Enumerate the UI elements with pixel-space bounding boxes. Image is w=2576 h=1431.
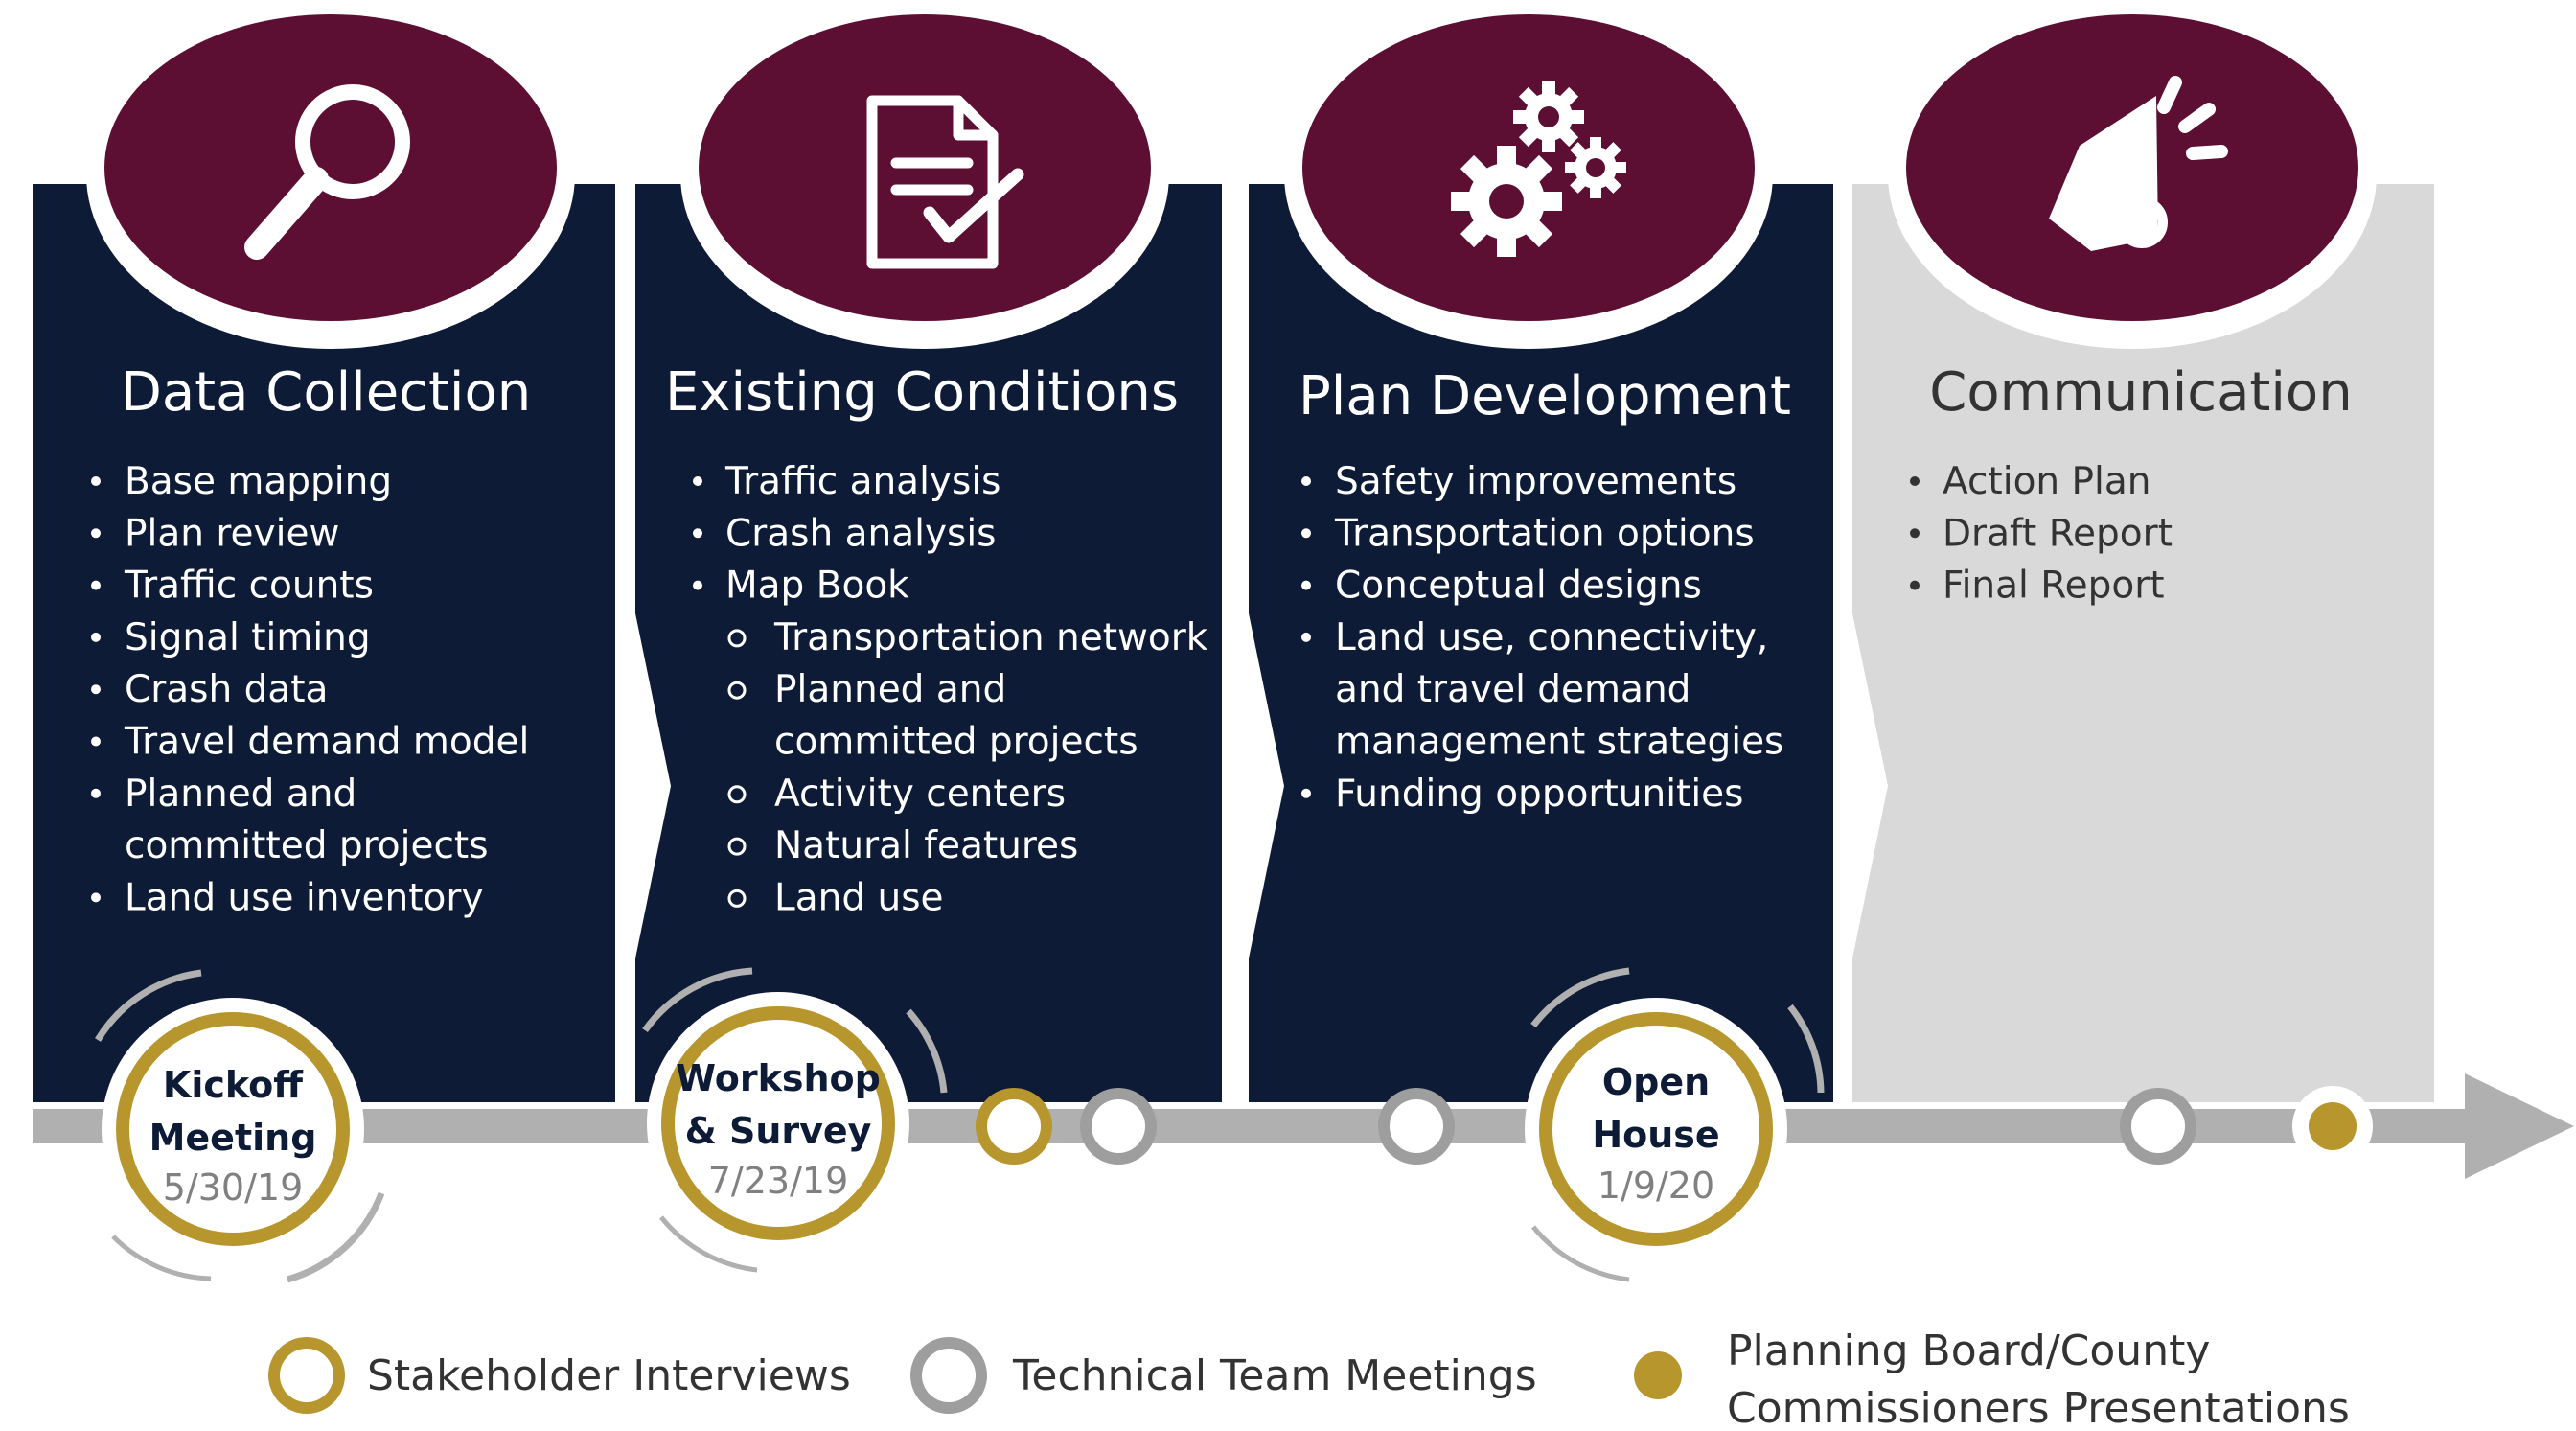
board-presentation-marker — [2292, 1086, 2373, 1166]
bullet-marker — [1301, 632, 1311, 642]
bullet-item: Signal timing — [125, 616, 371, 659]
bullet-marker — [1301, 580, 1311, 590]
bullet-marker — [91, 788, 101, 798]
bullet-item: Final Report — [1943, 565, 2165, 608]
milestone-name-line1: Kickoff — [163, 1064, 304, 1106]
bullet-item: Land use, connectivity, — [1335, 616, 1768, 659]
bullet-marker — [1910, 476, 1920, 486]
legend-gray-ring-icon — [910, 1337, 987, 1414]
bullet-marker — [91, 684, 101, 695]
technical-team-meeting-marker — [1378, 1088, 1455, 1165]
bullet-marker — [1910, 580, 1920, 590]
phase-title-data-collection: Data Collection — [121, 361, 532, 424]
bullet-marker — [1910, 528, 1920, 539]
legend: Stakeholder Interviews Technical Team Me… — [268, 1327, 2350, 1431]
bullet-item: Action Plan — [1943, 460, 2151, 503]
bullet-item: Map Book — [725, 565, 909, 608]
sub-bullet-marker — [727, 889, 747, 908]
bullet-marker — [91, 476, 101, 486]
milestone-badge-open-house: Open House 1/9/20 — [1525, 967, 1825, 1282]
bullet-item: Safety improvements — [1335, 460, 1736, 503]
bullet-marker — [1301, 476, 1311, 486]
sub-bullet-marker — [727, 837, 747, 856]
phase-title-communication: Communication — [1929, 361, 2352, 424]
legend-label-board-presentations-line2: Commissioners Presentations — [1727, 1384, 2350, 1431]
milestone-name-line2: House — [1592, 1114, 1719, 1156]
phase-title-existing-conditions: Existing Conditions — [665, 361, 1179, 424]
timeline-track — [33, 1109, 2486, 1143]
sub-bullet-marker — [727, 785, 747, 804]
milestone-date: 1/9/20 — [1598, 1165, 1714, 1207]
milestone-date: 7/23/19 — [708, 1160, 849, 1202]
bullet-item: Base mapping — [125, 460, 392, 503]
bullet-item: management strategies — [1335, 721, 1783, 764]
bullet-marker — [91, 892, 101, 903]
bullet-item: Draft Report — [1943, 512, 2173, 555]
legend-label-technical-team-meetings: Technical Team Meetings — [1012, 1351, 1537, 1400]
legend-label-stakeholder-interviews: Stakeholder Interviews — [367, 1351, 851, 1400]
bullet-item: Transportation network — [773, 616, 1208, 659]
bullet-item: Transportation options — [1334, 512, 1755, 555]
bullet-item: Crash analysis — [725, 512, 997, 555]
phase-icon-oval-2 — [680, 0, 1169, 349]
bullet-marker — [91, 580, 101, 590]
legend-label-board-presentations-line1: Planning Board/County — [1727, 1327, 2210, 1375]
milestone-badge-kickoff: Kickoff Meeting 5/30/19 — [95, 969, 385, 1283]
stakeholder-interview-marker — [976, 1088, 1052, 1165]
bullet-marker — [91, 632, 101, 642]
bullet-item: Plan review — [125, 512, 339, 555]
bullet-item: Land use — [774, 876, 944, 919]
bullet-item: Traffic counts — [124, 565, 374, 608]
bullet-marker — [1301, 528, 1311, 539]
bullet-item: Natural features — [774, 824, 1078, 867]
phase-panel-plan-development — [1249, 184, 1833, 1102]
phase-panel-data-collection — [33, 184, 615, 1102]
bullet-marker — [91, 528, 101, 539]
bullet-marker — [693, 528, 702, 539]
milestone-name-line1: Open — [1602, 1061, 1710, 1103]
timeline-arrowhead — [2465, 1073, 2574, 1179]
sub-bullet-marker — [727, 681, 747, 700]
milestone-date: 5/30/19 — [163, 1166, 304, 1209]
sub-bullet-marker — [727, 629, 747, 648]
milestone-name-line2: Meeting — [150, 1117, 317, 1159]
bullet-item: Crash data — [125, 668, 328, 711]
bullet-marker — [91, 736, 101, 747]
bullet-item: Conceptual designs — [1335, 565, 1702, 608]
bullet-item: committed projects — [774, 721, 1138, 764]
bullet-item: Planned and — [774, 668, 1006, 711]
bullet-item: Traffic analysis — [724, 460, 1000, 503]
milestone-name-line2: & Survey — [685, 1110, 872, 1152]
phase-panel-existing-conditions — [635, 184, 1222, 1102]
bullet-item: Land use inventory — [125, 876, 484, 919]
technical-team-meeting-marker — [1080, 1088, 1157, 1165]
document-check-icon — [866, 95, 1024, 269]
bullet-marker — [693, 580, 702, 590]
legend-gold-ring-icon — [268, 1337, 345, 1414]
megaphone-icon — [2049, 76, 2228, 251]
phase-panel-communication — [1852, 184, 2434, 1102]
bullet-marker — [693, 476, 702, 486]
bullet-item: Activity centers — [774, 773, 1066, 816]
bullet-item: Planned and — [125, 773, 356, 816]
phase-title-plan-development: Plan Development — [1299, 365, 1791, 427]
gears-icon — [1451, 81, 1626, 257]
bullet-item: and travel demand — [1335, 668, 1690, 711]
technical-team-meeting-marker — [2120, 1088, 2196, 1165]
bullet-item: Funding opportunities — [1335, 773, 1743, 816]
bullet-item: Travel demand model — [124, 721, 529, 764]
milestone-badge-workshop: Workshop & Survey 7/23/19 — [642, 967, 948, 1273]
legend-gold-dot-icon — [1620, 1337, 1696, 1414]
bullet-item: committed projects — [125, 824, 489, 867]
milestone-name-line1: Workshop — [676, 1057, 881, 1099]
magnifier-icon — [244, 84, 410, 260]
phase-icon-oval-1 — [86, 0, 575, 349]
bullet-marker — [1301, 788, 1311, 798]
